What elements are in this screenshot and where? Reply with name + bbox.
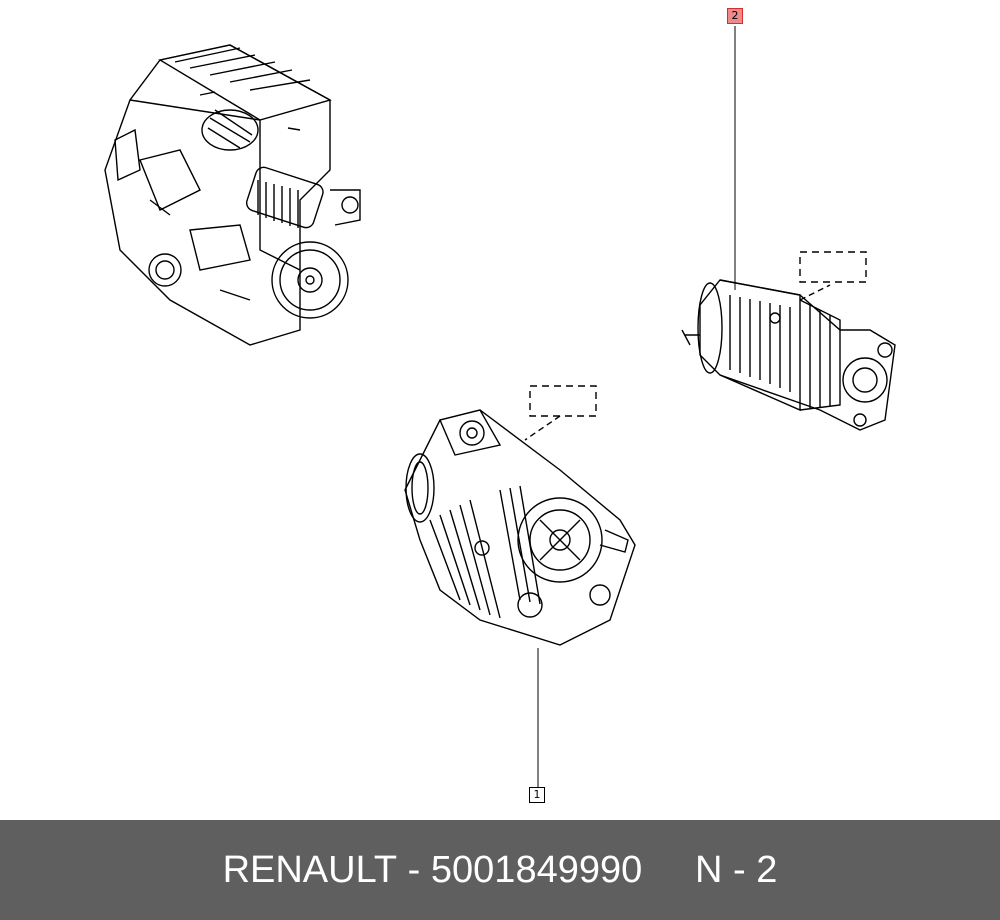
diagram-reference: N - 2 — [695, 848, 778, 891]
callout-2-label[interactable]: 2 — [727, 8, 743, 24]
footer-bar: RENAULT - 5001849990 N - 2 — [0, 820, 1000, 920]
exploded-view-drawing — [104, 26, 896, 787]
alternator-illustration — [404, 385, 636, 646]
starter-motor-illustration — [681, 251, 896, 431]
footer-gap — [642, 849, 695, 892]
brand-name: RENAULT — [222, 848, 398, 891]
engine-illustration — [104, 44, 361, 346]
footer-separator: - — [397, 848, 431, 891]
part-number: 5001849990 — [430, 848, 643, 891]
callout-1-label[interactable]: 1 — [529, 787, 545, 803]
